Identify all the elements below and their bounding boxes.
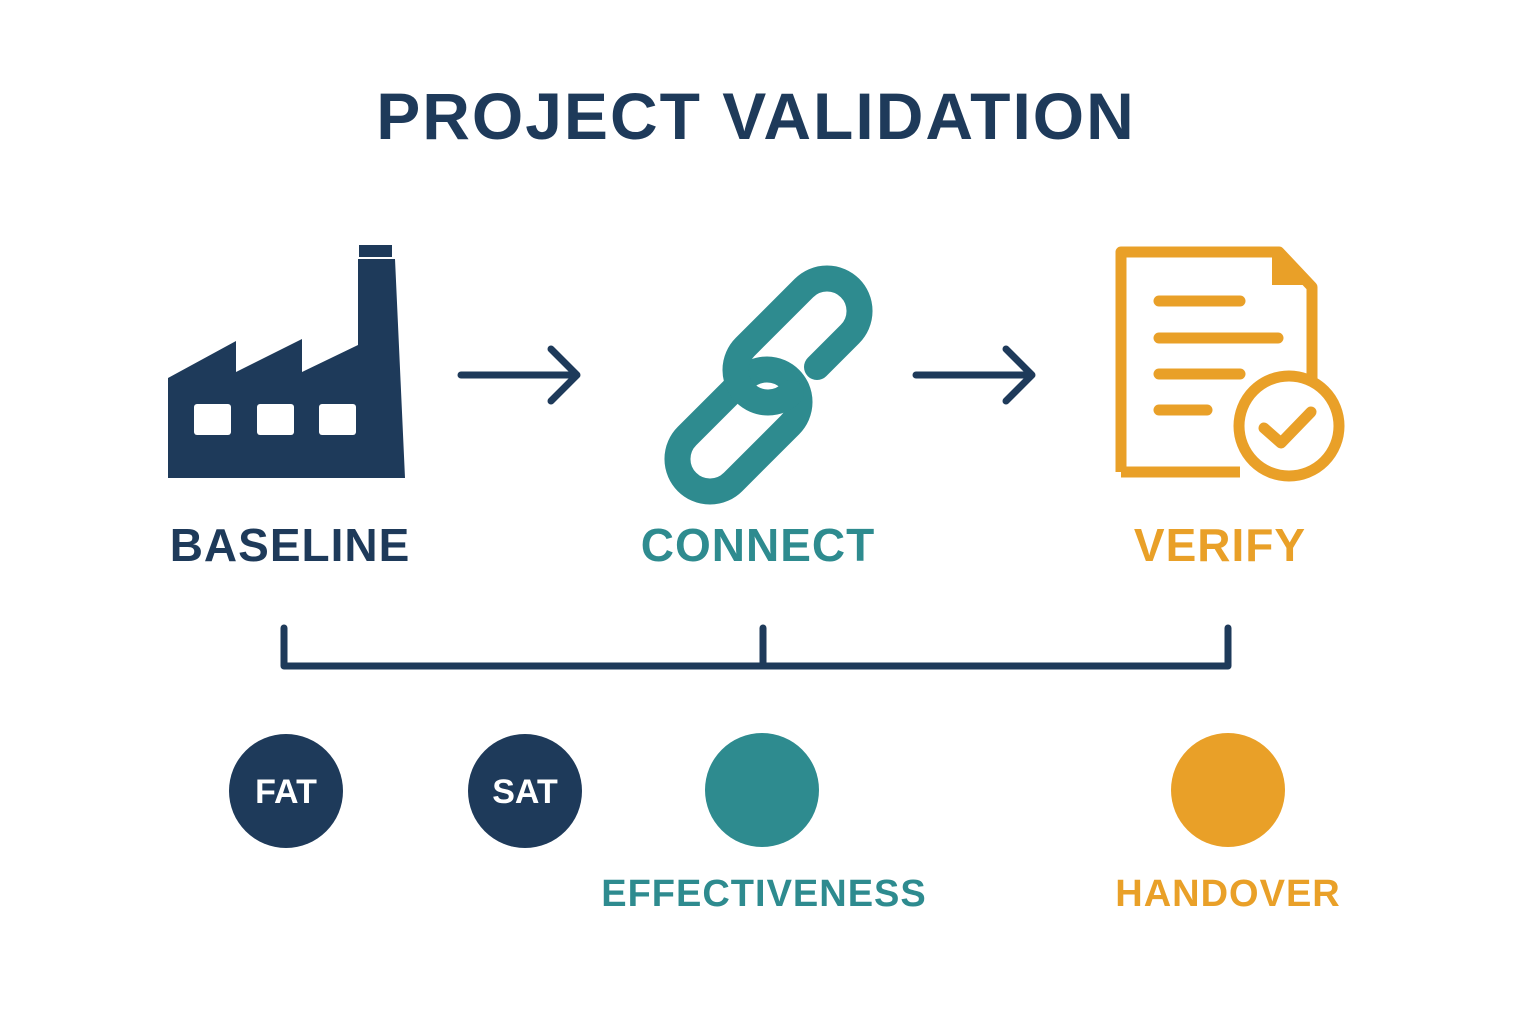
stage-label-baseline: BASELINE [169, 519, 411, 571]
arrow-right-icon [912, 345, 1036, 405]
timeline-bracket [280, 624, 1232, 670]
milestone-handover-circle [1171, 733, 1285, 847]
milestone-label-effectiveness: EFFECTIVENESS [601, 873, 927, 915]
milestone-label-handover: HANDOVER [1115, 873, 1341, 915]
page-title: PROJECT VALIDATION [376, 79, 1136, 153]
milestone-sat-label: SAT [492, 773, 558, 811]
milestone-sat: SAT [468, 734, 582, 848]
factory-icon [168, 245, 405, 478]
milestone-fat: FAT [229, 734, 343, 848]
stage-label-connect: CONNECT [640, 519, 876, 571]
arrow-right-icon [457, 345, 581, 405]
chain-link-icon [664, 265, 873, 505]
milestone-effectiveness-circle [705, 733, 819, 847]
milestone-fat-label: FAT [255, 773, 317, 811]
document-check-icon [1115, 246, 1345, 482]
stage-label-verify: VERIFY [1133, 519, 1307, 571]
